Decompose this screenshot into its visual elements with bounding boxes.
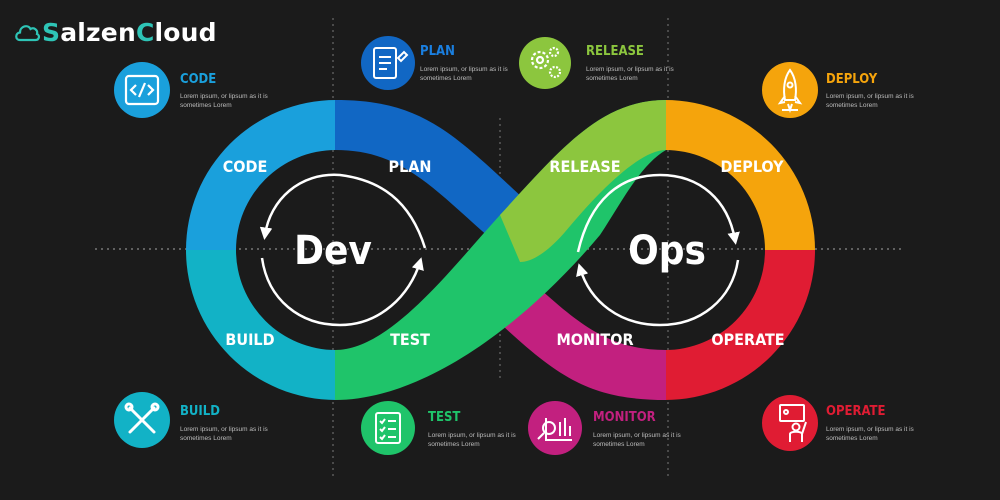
segment-label-operate: OPERATE bbox=[711, 330, 784, 349]
card-operate-desc: Lorem ipsum, or lipsum as it is sometime… bbox=[826, 426, 914, 442]
segment-label-monitor: MONITOR bbox=[556, 330, 633, 349]
dev-arrow-bottom bbox=[260, 257, 424, 327]
rocket-icon bbox=[777, 68, 803, 114]
release-icon-circle bbox=[519, 37, 571, 89]
tools-icon bbox=[124, 402, 160, 434]
brand-c: C bbox=[135, 18, 155, 47]
segment-label-code: CODE bbox=[223, 157, 268, 176]
card-plan-title: PLAN bbox=[420, 44, 455, 59]
segment-label-release: RELEASE bbox=[549, 157, 620, 176]
card-release-title: RELEASE bbox=[586, 44, 644, 59]
dev-label: Dev bbox=[294, 228, 372, 274]
operate-icon-circle bbox=[762, 395, 818, 451]
card-monitor-title: MONITOR bbox=[593, 410, 656, 425]
segment-deploy bbox=[665, 100, 815, 250]
card-operate-title: OPERATE bbox=[826, 404, 886, 419]
cloud-icon bbox=[15, 24, 40, 41]
ops-label: Ops bbox=[628, 228, 706, 274]
card-deploy-desc: Lorem ipsum, or lipsum as it is sometime… bbox=[826, 93, 914, 109]
clipboard-pencil-icon bbox=[373, 47, 409, 79]
segment-plan bbox=[335, 100, 525, 238]
deploy-icon-circle bbox=[762, 62, 818, 118]
segment-label-plan: PLAN bbox=[389, 157, 432, 176]
dev-arrow-top bbox=[259, 173, 427, 249]
segment-label-test: TEST bbox=[390, 330, 430, 349]
presenter-icon bbox=[779, 404, 807, 442]
ops-arrow-top bbox=[576, 173, 740, 253]
brand-alzen: alzen bbox=[60, 18, 136, 47]
card-release-desc: Lorem ipsum, or lipsum as it is sometime… bbox=[586, 66, 674, 82]
card-build-desc: Lorem ipsum, or lipsum as it is sometime… bbox=[180, 426, 268, 442]
card-code-title: CODE bbox=[180, 72, 217, 87]
brand-s: S bbox=[42, 18, 61, 47]
magnifier-chart-icon bbox=[537, 418, 572, 441]
card-plan-desc: Lorem ipsum, or lipsum as it is sometime… bbox=[420, 66, 508, 82]
card-test-title: TEST bbox=[428, 410, 461, 425]
segment-code bbox=[186, 100, 336, 250]
brand-loud: loud bbox=[154, 18, 217, 47]
card-monitor-desc: Lorem ipsum, or lipsum as it is sometime… bbox=[593, 432, 681, 448]
segment-operate bbox=[665, 250, 815, 400]
card-code-desc: Lorem ipsum, or lipsum as it is sometime… bbox=[180, 93, 268, 109]
code-icon bbox=[124, 74, 160, 106]
card-deploy-title: DEPLOY bbox=[826, 72, 878, 87]
checklist-icon bbox=[375, 412, 401, 444]
segment-build bbox=[186, 250, 336, 400]
segment-release bbox=[500, 100, 666, 262]
segment-label-deploy: DEPLOY bbox=[720, 157, 784, 176]
segment-label-build: BUILD bbox=[225, 330, 274, 349]
card-test-desc: Lorem ipsum, or lipsum as it is sometime… bbox=[428, 432, 516, 448]
ops-arrow-bottom bbox=[576, 259, 740, 327]
gears-icon bbox=[530, 46, 562, 79]
card-build-title: BUILD bbox=[180, 404, 220, 419]
